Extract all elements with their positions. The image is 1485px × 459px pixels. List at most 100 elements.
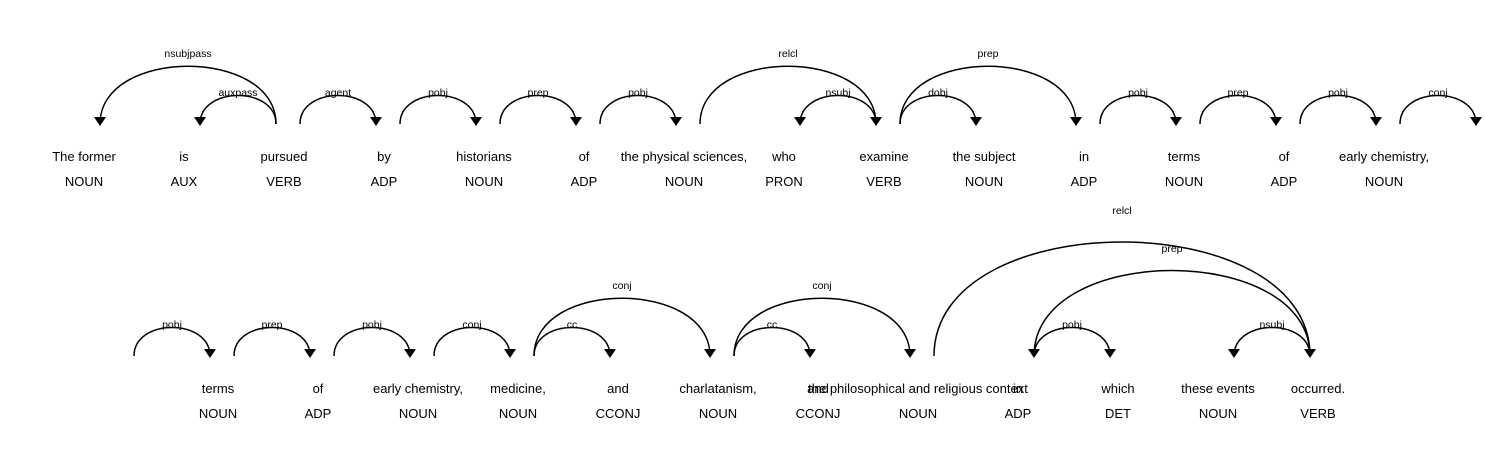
token-pos-tag: AUX (171, 174, 198, 189)
arc-conj: conj (433, 319, 516, 358)
arc-label: pobj (628, 87, 648, 99)
arc-label: prep (977, 48, 998, 60)
token-pos-tag: NOUN (1199, 406, 1237, 421)
token-pos-tag: ADP (1071, 174, 1098, 189)
arrowhead (970, 117, 982, 126)
arc-line (133, 326, 211, 357)
token-pos-tag: NOUN (1165, 174, 1203, 189)
arrowhead (204, 349, 216, 358)
arc-line (599, 94, 677, 125)
arc-line (699, 65, 877, 125)
token-word: examine (859, 149, 908, 164)
arc-agent: agent (299, 87, 382, 126)
arrowhead (804, 349, 816, 358)
arc-label: dobj (928, 87, 948, 99)
arc-conj: conj (733, 280, 916, 358)
token-word: the philosophical and religious context (808, 381, 1028, 396)
token-word: in (1013, 381, 1023, 396)
arc-cc: cc (533, 319, 616, 358)
token-pos-tag: NOUN (465, 174, 503, 189)
arc-label: prep (527, 87, 548, 99)
arc-cc: cc (733, 319, 816, 358)
arrowhead (1104, 349, 1116, 358)
arrowhead (1070, 117, 1082, 126)
arc-line (1033, 326, 1111, 357)
arc-label: pobj (1328, 87, 1348, 99)
arc-pobj: pobj (1099, 87, 1182, 126)
token-pos-tag: ADP (1271, 174, 1298, 189)
token-word: and (807, 381, 829, 396)
token-word: charlatanism, (679, 381, 756, 396)
arrowhead (94, 117, 106, 126)
arc-label: prep (261, 319, 282, 331)
token-word: is (179, 149, 189, 164)
token-word: of (1279, 149, 1290, 164)
arrowhead (370, 117, 382, 126)
arc-relcl: relcl (699, 48, 882, 126)
arc-line (1399, 94, 1477, 125)
arc-prep: prep (233, 319, 316, 358)
arc-label: agent (325, 87, 351, 99)
arc-prep: prep (1199, 87, 1282, 126)
arc-line (333, 326, 411, 357)
arc-label: pobj (1062, 319, 1082, 331)
arc-line (733, 326, 811, 357)
arrowhead (1470, 117, 1482, 126)
arc-label: pobj (1128, 87, 1148, 99)
token-pos-tag: NOUN (199, 406, 237, 421)
arc-line (99, 65, 277, 125)
arc-label: pobj (362, 319, 382, 331)
arc-label: pobj (162, 319, 182, 331)
arrowhead (1270, 117, 1282, 126)
token-word: pursued (261, 149, 308, 164)
arc-label: conj (1428, 87, 1447, 99)
arc-pobj: pobj (599, 87, 682, 126)
token-word: which (1100, 381, 1134, 396)
arc-prep: prep (1028, 243, 1311, 358)
arc-line (533, 326, 611, 357)
token-pos-tag: ADP (371, 174, 398, 189)
arc-line (799, 94, 877, 125)
token-pos-tag: NOUN (65, 174, 103, 189)
token-pos-tag: NOUN (965, 174, 1003, 189)
arc-label: prep (1161, 243, 1182, 255)
arrowhead (794, 117, 806, 126)
arc-label: nsubj (825, 87, 850, 99)
arrowhead (1228, 349, 1240, 358)
arrowhead (704, 349, 716, 358)
token-pos-tag: ADP (571, 174, 598, 189)
token-pos-tag: DET (1105, 406, 1131, 421)
arc-dobj: dobj (899, 87, 982, 126)
arrowhead (1370, 117, 1382, 126)
token-word: of (313, 381, 324, 396)
token-pos-tag: ADP (305, 406, 332, 421)
arrowhead (194, 117, 206, 126)
arrowhead (304, 349, 316, 358)
arc-nsubj: nsubj (1228, 319, 1311, 358)
token-word: early chemistry, (373, 381, 463, 396)
token-word: of (579, 149, 590, 164)
arc-line (899, 65, 1077, 125)
arc-line (933, 241, 1311, 357)
arc-line (1199, 94, 1277, 125)
arc-line (233, 326, 311, 357)
token-pos-tag: NOUN (499, 406, 537, 421)
token-pos-tag: NOUN (1365, 174, 1403, 189)
arc-line (899, 94, 977, 125)
arc-line (199, 94, 277, 125)
arc-line (733, 297, 911, 357)
arrowhead (670, 117, 682, 126)
arc-nsubjpass: nsubjpass (94, 48, 277, 126)
arc-pobj: pobj (1033, 319, 1116, 358)
token-pos-tag: NOUN (699, 406, 737, 421)
arc-prep: prep (499, 87, 582, 126)
arrowhead (404, 349, 416, 358)
arc-label: auxpass (218, 87, 257, 99)
token-word: early chemistry, (1339, 149, 1429, 164)
arc-label: conj (612, 280, 631, 292)
token-pos-tag: PRON (765, 174, 803, 189)
arc-label: relcl (1112, 205, 1131, 217)
token-word: who (771, 149, 796, 164)
arc-pobj: pobj (1299, 87, 1382, 126)
